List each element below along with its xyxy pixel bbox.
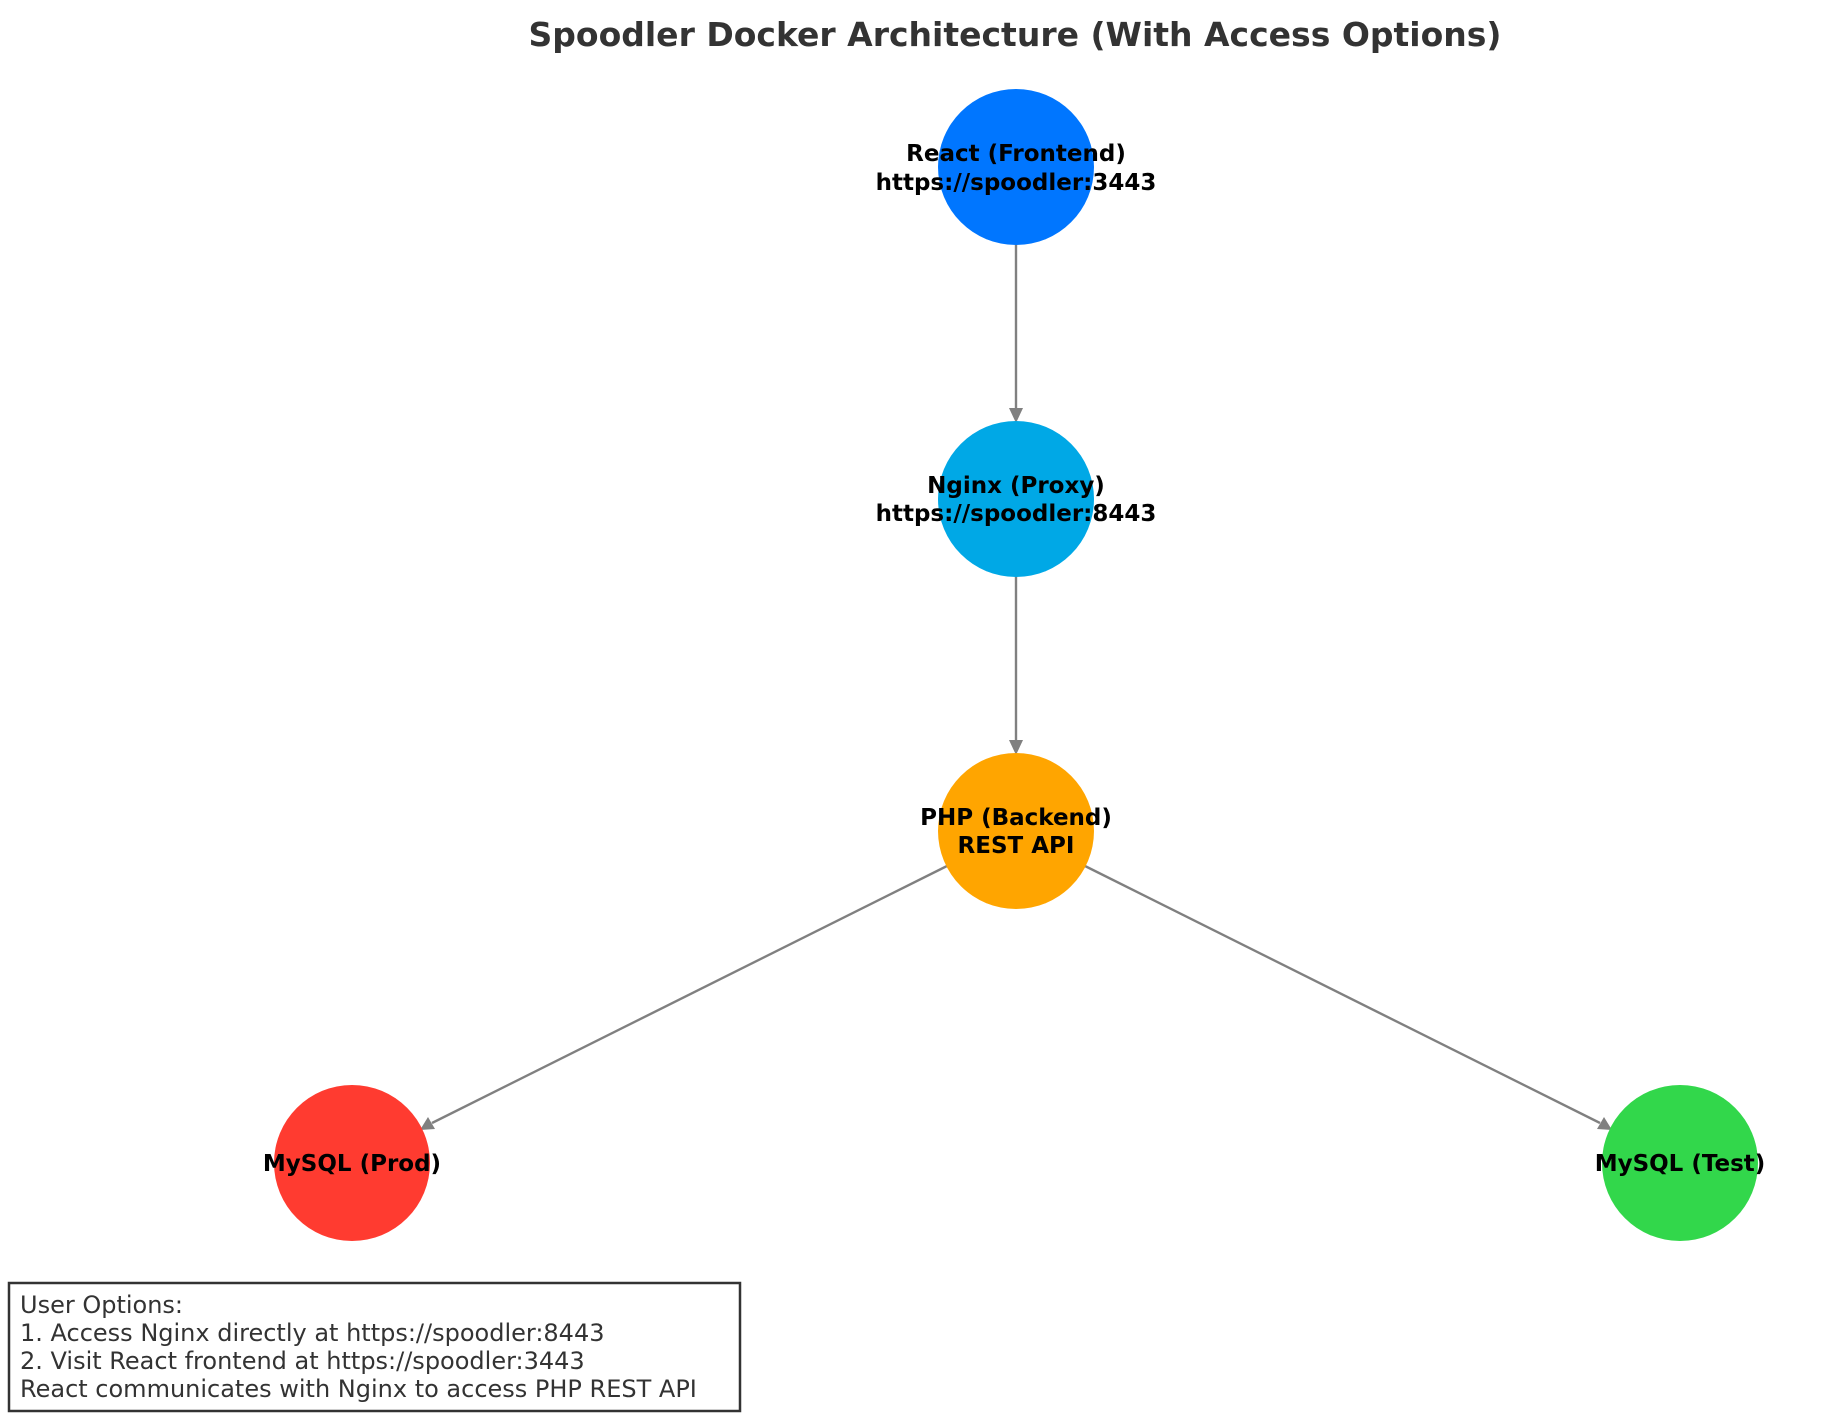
nginx-node-circle	[938, 421, 1094, 577]
arrow-head-icon	[1597, 1117, 1612, 1130]
react-node-circle	[938, 89, 1094, 245]
node-label: https://spoodler:8443	[876, 501, 1157, 527]
edges-layer	[420, 244, 1612, 1130]
node-php-backend: PHP (Backend) REST API	[920, 753, 1112, 909]
edge-php-to-mysql-test	[1084, 864, 1612, 1130]
node-mysql-test: MySQL (Test)	[1595, 1085, 1766, 1241]
node-label: React (Frontend)	[906, 141, 1126, 167]
note-line: User Options:	[20, 1291, 183, 1319]
note-line: 2. Visit React frontend at https://spood…	[20, 1347, 585, 1375]
node-label: https://spoodler:3443	[876, 170, 1157, 196]
node-label: REST API	[958, 833, 1075, 859]
arrow-head-icon	[1009, 408, 1023, 423]
note-line: 1. Access Nginx directly at https://spoo…	[20, 1319, 604, 1347]
php-node-circle	[938, 753, 1094, 909]
node-label: MySQL (Test)	[1595, 1151, 1766, 1177]
mysql-test-node-circle	[1602, 1085, 1758, 1241]
node-mysql-prod: MySQL (Prod)	[263, 1085, 441, 1241]
node-label: MySQL (Prod)	[263, 1151, 441, 1177]
edge-react-to-nginx	[1009, 244, 1023, 423]
user-options-note: User Options: 1. Access Nginx directly a…	[7, 1281, 742, 1413]
edge-nginx-to-php	[1009, 576, 1023, 755]
diagram-title: Spoodler Docker Architecture (With Acces…	[529, 15, 1502, 54]
edge-php-to-mysql-prod	[420, 864, 948, 1130]
arrow-head-icon	[420, 1117, 435, 1130]
mysql-prod-node-circle	[274, 1085, 430, 1241]
note-line: React communicates with Nginx to access …	[20, 1375, 697, 1403]
node-nginx-proxy: Nginx (Proxy) https://spoodler:8443	[876, 421, 1157, 577]
node-label: PHP (Backend)	[920, 805, 1112, 831]
arrow-head-icon	[1009, 740, 1023, 755]
note-box	[7, 1281, 742, 1413]
node-react-frontend: React (Frontend) https://spoodler:3443	[876, 89, 1157, 245]
node-label: Nginx (Proxy)	[927, 473, 1105, 499]
